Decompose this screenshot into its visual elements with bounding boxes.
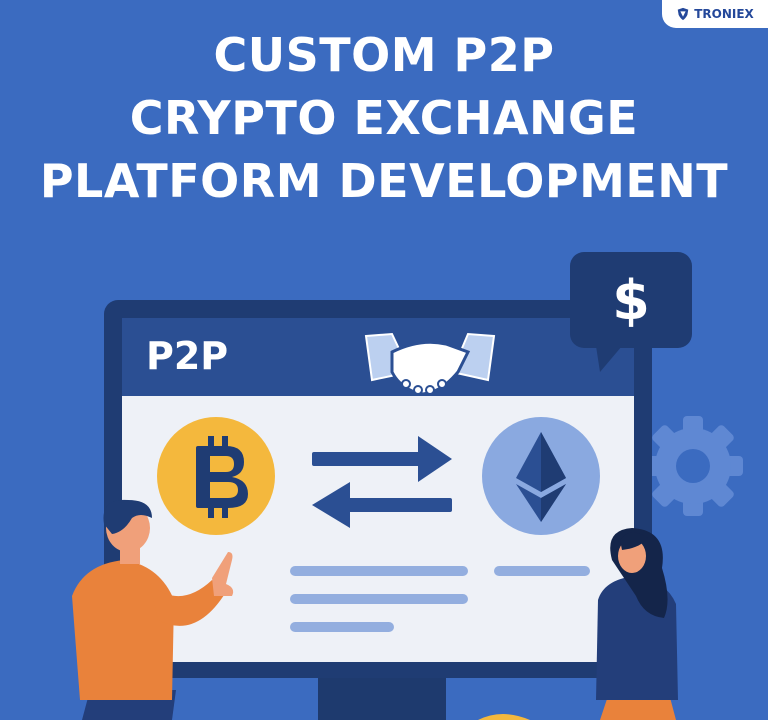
title-line-2: CRYPTO EXCHANGE [129,91,639,145]
man-figure [72,499,234,720]
exchange-arrows-icon [312,436,452,528]
bubble-symbol: $ [612,268,650,332]
bottom-coin-partial [478,714,530,720]
bitcoin-icon [157,417,275,535]
page-title: CUSTOM P2P CRYPTO EXCHANGE PLATFORM DEVE… [0,24,768,213]
screen-label: P2P [146,334,229,378]
shield-logo-icon [677,7,689,21]
ethereum-icon [482,417,600,535]
gear-icon [643,416,743,516]
dollar-speech-bubble-icon [570,252,692,372]
content-lines [290,566,590,632]
brand-badge: TRONIEX [662,0,768,28]
handshake-icon [364,332,496,396]
woman-figure [596,528,678,720]
brand-name: TRONIEX [694,7,754,21]
title-line-3: PLATFORM DEVELOPMENT [39,154,729,208]
title-line-1: CUSTOM P2P [213,28,555,82]
monitor-stand [318,670,446,720]
